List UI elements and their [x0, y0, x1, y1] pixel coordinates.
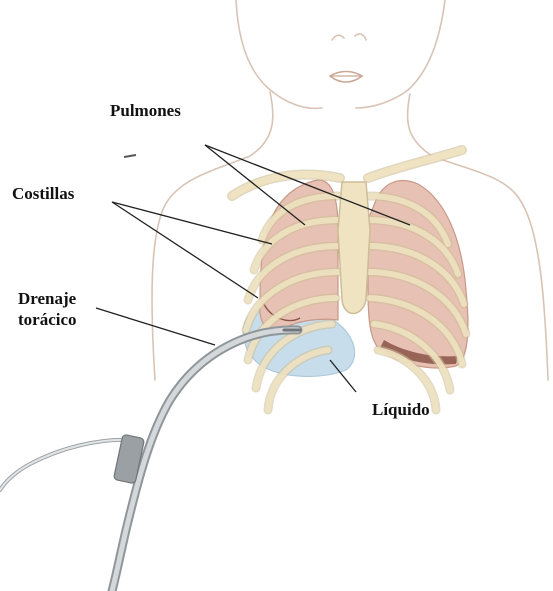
leader-drain [96, 308, 215, 345]
leader-lungs-left [205, 145, 305, 225]
leader-ribs-lower [112, 202, 258, 298]
mouth [330, 72, 362, 83]
label-lungs: Pulmones [110, 100, 181, 121]
nose-left [332, 35, 344, 40]
nose-right [355, 34, 366, 40]
head-right-contour [356, 0, 445, 108]
label-ribs: Costillas [12, 183, 74, 204]
label-chest-drain-line2: torácico [18, 309, 77, 330]
sternum [338, 182, 370, 314]
leader-ribs-upper [112, 202, 272, 244]
label-chest-drain-line1: Drenaje [18, 288, 77, 309]
chest-drain-tube [0, 330, 300, 591]
label-chest-drain: Drenaje torácico [18, 288, 77, 330]
label-fluid: Líquido [372, 399, 430, 420]
head-left-contour [236, 0, 322, 108]
stray-mark [124, 155, 136, 157]
